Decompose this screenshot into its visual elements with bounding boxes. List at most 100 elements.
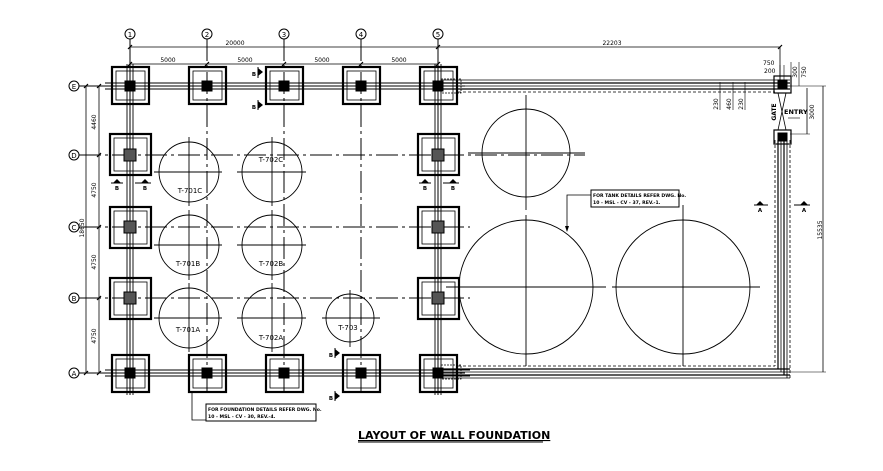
- tank-t-702b: T-702B: [237, 210, 306, 280]
- section-mark-b: B: [329, 348, 340, 359]
- svg-text:B: B: [451, 186, 455, 192]
- footing: [110, 65, 151, 106]
- footing: [264, 353, 305, 394]
- svg-text:10 - MSL - CV - 30, REV.-4.: 10 - MSL - CV - 30, REV.-4.: [208, 414, 276, 420]
- svg-text:A: A: [72, 370, 77, 378]
- column-grid-bubbles: 1 2 3 4 5: [124, 28, 444, 40]
- svg-text:230: 230: [713, 98, 720, 110]
- svg-text:FOR FOUNDATION DETAILS REFER D: FOR FOUNDATION DETAILS REFER DWG. No.: [208, 407, 322, 413]
- footing: [418, 353, 459, 394]
- entry-labels: GATE ENTRY: [771, 103, 808, 120]
- small-tanks: T-701C T-702C T-701B T-702B T-70: [154, 137, 380, 352]
- svg-text:4750: 4750: [91, 182, 98, 197]
- svg-text:4: 4: [359, 31, 364, 39]
- footing: [108, 276, 153, 321]
- boundary-wall: [440, 75, 792, 380]
- svg-text:B: B: [143, 186, 147, 192]
- tank-t-701c: T-701C: [154, 137, 222, 206]
- footing: [341, 65, 382, 106]
- footing: [416, 205, 461, 250]
- tank-details-note: FOR TANK DETAILS REFER DWG. No. 10 - MSL…: [565, 189, 686, 232]
- section-mark-b: B: [135, 179, 151, 192]
- drawing-title: LAYOUT OF WALL FOUNDATION: [358, 429, 550, 442]
- large-tank-top: [468, 95, 585, 210]
- section-mark-b: B: [252, 100, 263, 111]
- svg-text:20000: 20000: [225, 40, 244, 47]
- svg-text:B: B: [329, 353, 333, 359]
- large-tank-bottom-right: [612, 205, 760, 366]
- svg-text:T-702A: T-702A: [258, 334, 284, 342]
- grid-bubble-1: 1: [124, 28, 136, 40]
- svg-text:230: 230: [738, 98, 745, 110]
- foundation-note: FOR FOUNDATION DETAILS REFER DWG. No. 10…: [191, 392, 322, 422]
- svg-text:B: B: [115, 186, 119, 192]
- section-mark-b: B: [329, 391, 340, 402]
- svg-text:750: 750: [801, 66, 808, 78]
- row-grid-bubbles: E D C B A: [68, 80, 80, 379]
- svg-text:5000: 5000: [237, 57, 252, 64]
- svg-text:1: 1: [128, 31, 132, 39]
- grid-bubble-5: 5: [432, 28, 444, 40]
- footing: [187, 65, 228, 106]
- footing: [341, 353, 382, 394]
- large-tank-bottom-left: [446, 215, 606, 366]
- section-mark-b: B: [111, 179, 123, 192]
- large-tanks: [446, 95, 760, 366]
- section-mark-a: A: [754, 201, 768, 214]
- footing: [416, 276, 461, 321]
- svg-text:D: D: [71, 152, 76, 160]
- svg-text:750: 750: [763, 60, 775, 67]
- svg-text:E: E: [72, 83, 76, 91]
- section-mark-b: B: [419, 179, 431, 192]
- svg-text:B: B: [252, 72, 256, 78]
- entry-label: ENTRY: [784, 108, 808, 116]
- svg-text:T-702C: T-702C: [258, 156, 284, 164]
- footing: [110, 353, 151, 394]
- grid-bubble-C: C: [68, 221, 80, 233]
- svg-text:B: B: [329, 396, 333, 402]
- svg-text:FOR TANK DETAILS REFER DWG. No: FOR TANK DETAILS REFER DWG. No.: [593, 193, 686, 199]
- grid-bubble-2: 2: [201, 28, 213, 40]
- svg-text:C: C: [72, 224, 77, 232]
- grid-bubble-D: D: [68, 149, 80, 161]
- svg-text:5: 5: [436, 31, 440, 39]
- footing: [108, 132, 153, 177]
- svg-text:300: 300: [792, 66, 799, 78]
- left-dimensions: 4460 4750 4750 4750 18650: [79, 83, 102, 376]
- svg-text:4750: 4750: [91, 328, 98, 343]
- svg-text:3000: 3000: [809, 104, 816, 119]
- gate-label: GATE: [771, 103, 778, 120]
- svg-text:3: 3: [282, 31, 286, 39]
- svg-text:10 - MSL - CV - 37, REV.-1.: 10 - MSL - CV - 37, REV.-1.: [593, 200, 661, 206]
- tank-t-701b: T-701B: [154, 210, 222, 280]
- footings: [108, 65, 461, 394]
- footing: [416, 132, 461, 177]
- footing: [418, 65, 459, 106]
- footing: [264, 65, 305, 106]
- svg-text:22203: 22203: [602, 40, 621, 47]
- tank-t-702c: T-702C: [237, 137, 306, 206]
- grid-bubble-A: A: [68, 367, 80, 379]
- tank-t-703: T-703: [322, 290, 380, 347]
- svg-text:4460: 4460: [91, 114, 98, 129]
- footing: [108, 205, 153, 250]
- tank-t-702a: T-702A: [237, 283, 306, 352]
- section-mark-b: B: [443, 179, 459, 192]
- footing: [187, 353, 228, 394]
- svg-text:A: A: [758, 208, 763, 214]
- right-dimensions: 15535 3000 750 200 300 750 230 460 230: [713, 60, 826, 373]
- svg-text:18650: 18650: [79, 218, 86, 237]
- svg-text:460: 460: [726, 98, 733, 110]
- svg-text:15535: 15535: [817, 220, 824, 239]
- svg-text:A: A: [802, 208, 807, 214]
- svg-text:T-701A: T-701A: [175, 326, 201, 334]
- svg-text:T-701C: T-701C: [177, 187, 203, 195]
- section-mark-b: B: [252, 67, 263, 78]
- svg-text:200: 200: [764, 68, 776, 75]
- svg-text:5000: 5000: [160, 57, 175, 64]
- grid-bubble-B: B: [68, 292, 80, 304]
- svg-text:T-701B: T-701B: [175, 260, 201, 268]
- svg-text:T-702B: T-702B: [258, 260, 284, 268]
- svg-text:B: B: [252, 105, 256, 111]
